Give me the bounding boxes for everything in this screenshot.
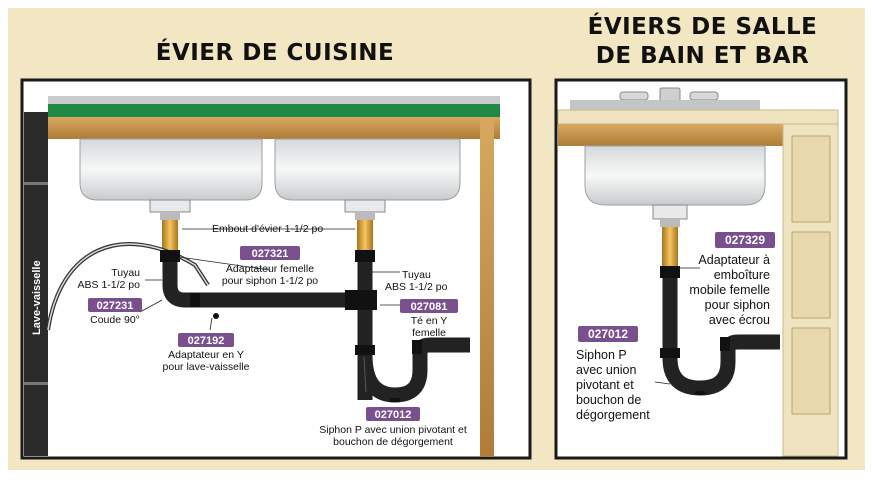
cleanout-plug [390,398,400,402]
right-tailpiece [357,220,373,252]
y-adapter-label-l2: pour lave-vaisselle [163,361,250,373]
code-badge-027012-kitchen [366,407,420,421]
tee-label-l2: femelle [412,327,446,339]
left-tailpiece [162,220,178,252]
code-027329: 027329 [725,233,765,247]
drawer-2 [791,231,831,319]
bath-trap-label-l1: Siphon P [576,348,627,362]
code-027192: 027192 [188,335,225,347]
y-tee-fitting [345,290,377,310]
bath-trap-label-l5: dégorgement [576,408,650,422]
faucet-spout [659,87,681,103]
female-adapter-label-l1: Adaptateur femelle [226,263,314,275]
left-female-adapter [160,250,180,262]
kitchen-panel: Lave-vaisselle [20,78,532,460]
elbow-label: Coude 90° [90,314,140,326]
dishwasher: Lave-vaisselle [24,112,48,456]
faucet-left-handle [619,91,649,101]
left-pipe-label-l2: ABS 1-1/2 po [78,279,141,291]
bathroom-trap-pipes [662,270,780,396]
right-pipe-label-l1: Tuyau [402,269,431,281]
code-badge-027329 [715,232,775,248]
bath-trap-label-l2: avec union [576,363,637,377]
cabinet-side [480,117,494,457]
y-adapter-label-l1: Adaptateur en Y [168,349,244,361]
code-badge-027012-bath [578,326,638,342]
bathroom-cleanout-plug [695,391,705,395]
code-027081: 027081 [411,301,448,313]
tee-label-l1: Té en Y [411,315,448,327]
left-sink-bowl [79,138,263,201]
code-027012-bath: 027012 [588,327,628,341]
left-strainer [149,199,191,213]
bath-title-line1: ÉVIERS DE SALLE [587,14,818,40]
vanity-cabinet-top [558,124,783,146]
bathroom-bar-sink-title: ÉVIERS DE SALLE DE BAIN ET BAR [545,13,860,71]
dishwasher-body [24,112,48,456]
code-badge-027321 [240,246,300,260]
drawer-3 [791,327,831,415]
bath-adapter-label-l3: mobile femelle [689,283,770,297]
vanity-countertop [557,109,839,125]
kitchen-trap-label-l1: Siphon P avec union pivotant et [319,424,467,436]
bath-adapter-label-l5: avec écrou [709,313,770,327]
bath-title-line2: DE BAIN ET BAR [595,43,810,69]
sink-rim [48,96,500,104]
y-adapter-fitting [190,293,200,307]
bathroom-adapter-fitting [660,266,680,278]
kitchen-sink-title: ÉVIER DE CUISINE [155,40,395,66]
code-badge-027081 [400,299,458,313]
right-female-adapter [355,250,375,262]
right-pipe-label-l2: ABS 1-1/2 po [385,281,448,293]
code-027012-kitchen: 027012 [375,409,412,421]
bathroom-leader-lines [654,267,700,385]
bath-trap-label-l3: pivotant et [576,378,634,392]
right-strainer [344,199,386,213]
cabinet-top [48,117,500,139]
dishwasher-label: Lave-vaisselle [31,260,43,335]
code-027231: 027231 [97,300,134,312]
code-badge-027192 [178,333,234,347]
bathroom-tailpiece [662,227,678,271]
right-sink-bowl [274,138,461,201]
bath-adapter-label-l4: pour siphon [705,298,770,312]
bath-trap-label-l4: bouchon de [576,393,641,407]
female-adapter-label-l2: pour siphon 1-1/2 po [222,275,318,287]
vanity-rim [570,100,760,110]
bathroom-drain [652,204,688,220]
bath-adapter-label-l2: emboîture [714,268,770,282]
drawer-1 [791,135,831,223]
countertop [48,104,500,117]
kitchen-leader-lines [139,228,400,331]
faucet-right-handle [689,91,719,101]
kitchen-trap-label-l2: bouchon de dégorgement [333,436,453,448]
bathroom-panel: 027329 Adaptateur à emboîture mobile fem… [554,78,848,460]
left-pipe-label-l1: Tuyau [111,267,140,279]
bath-adapter-label-l1: Adaptateur à [698,253,770,267]
code-027321: 027321 [252,248,289,260]
sink-tailpiece-label: Embout d'évier 1-1/2 po [212,223,323,235]
bathroom-sink-bowl [584,145,766,206]
code-badge-027231 [88,298,142,312]
y-adapter-outlet [213,313,219,319]
